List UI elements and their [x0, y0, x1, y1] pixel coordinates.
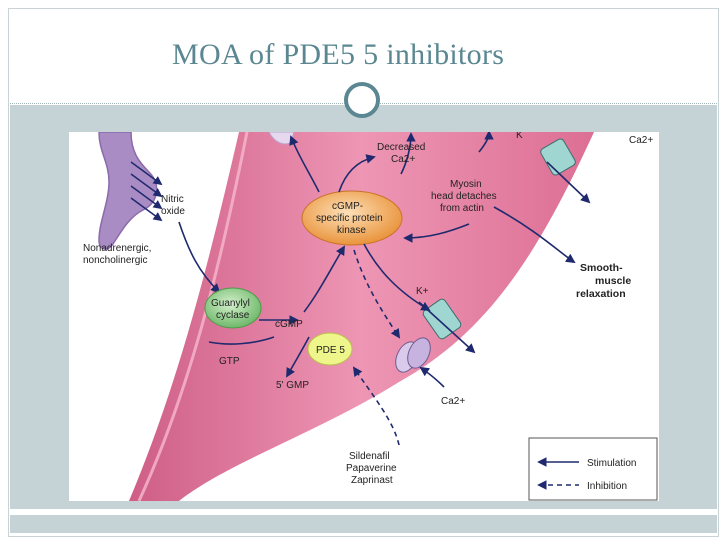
nerve-terminal: [98, 132, 158, 250]
label-smooth-3: relaxation: [576, 288, 626, 300]
label-guanylyl-1: Guanylyl: [211, 298, 250, 309]
label-smooth-2: muscle: [595, 275, 631, 287]
label-kinase-2: specific protein: [316, 213, 383, 224]
channel-k-top: [540, 138, 576, 176]
label-zaprinast: Zaprinast: [351, 475, 393, 486]
slide-title: MOA of PDE5 5 inhibitors: [172, 38, 505, 71]
title-circle-ornament: [344, 82, 380, 118]
label-nonadrenergic-2: noncholinergic: [83, 255, 148, 266]
label-pde5: PDE 5: [316, 345, 345, 356]
label-ca-top: Ca2+: [629, 135, 653, 146]
label-nitric: Nitric: [161, 194, 184, 205]
label-myosin-3: from actin: [440, 203, 484, 214]
label-oxide: oxide: [161, 206, 185, 217]
channel-ca-bottom: [395, 337, 431, 373]
label-myosin-2: head detaches: [431, 191, 497, 202]
legend-stimulation: Stimulation: [587, 458, 636, 469]
moa-diagram: K Ca2+ Decreased Ca2+ Nitric oxide Myosi…: [69, 132, 659, 501]
pde5-node: [307, 332, 353, 366]
channel-k-mid: [422, 298, 462, 340]
label-kinase-1: cGMP-: [332, 201, 363, 212]
smooth-muscle-cell: [129, 132, 594, 501]
label-kinase-3: kinase: [337, 225, 366, 236]
label-guanylyl-2: cyclase: [216, 310, 250, 321]
cgmp-kinase-node: [301, 190, 403, 246]
legend: Stimulation Inhibition: [528, 437, 658, 501]
label-ca-bottom: Ca2+: [441, 396, 465, 407]
label-sildenafil: Sildenafil: [349, 451, 390, 462]
label-decreased: Decreased: [377, 142, 425, 153]
label-k-top: K: [516, 132, 523, 141]
legend-inhibition: Inhibition: [587, 481, 627, 492]
label-nonadrenergic-1: Nonadrenergic,: [83, 243, 151, 254]
slide-frame: [8, 8, 719, 537]
label-myosin-1: Myosin: [450, 179, 482, 190]
footer-band: [10, 515, 717, 533]
label-k-mid: K+: [416, 286, 429, 297]
label-5-gmp: 5' GMP: [276, 380, 309, 391]
moa-diagram-svg: K Ca2+ Decreased Ca2+ Nitric oxide Myosi…: [83, 132, 658, 501]
label-papaverine: Papaverine: [346, 463, 397, 474]
label-smooth-1: Smooth-: [580, 262, 623, 274]
label-cgmp: cGMP: [275, 319, 303, 330]
label-gtp: GTP: [219, 356, 240, 367]
guanylyl-cyclase-node: [204, 287, 262, 329]
label-decreased-ca: Ca2+: [391, 154, 415, 165]
